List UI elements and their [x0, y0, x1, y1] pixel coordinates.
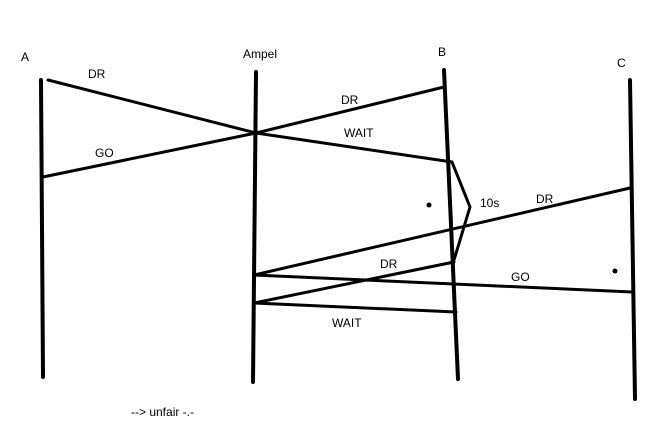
label-a-to-ampel-dr: DR	[88, 67, 106, 81]
timer-label: 10s	[480, 196, 499, 210]
dot-near-b	[426, 202, 432, 208]
lifeline-ampel	[251, 70, 258, 384]
label-c-to-ampel-dr: DR	[536, 192, 554, 206]
message-c-to-ampel-dr	[252, 186, 632, 277]
message-ampel-to-c-go	[252, 273, 634, 294]
lifeline-b	[442, 68, 460, 381]
message-ampel-to-b-wait	[254, 131, 454, 164]
label-b-to-ampel-dr: DR	[341, 93, 359, 107]
participant-label-b: B	[438, 45, 446, 59]
lifeline-c	[628, 78, 637, 401]
label-ampel-to-c-go: GO	[511, 270, 530, 284]
label-ampel-to-b-wait: WAIT	[344, 126, 374, 140]
footer-note: --> unfair -.-	[131, 405, 194, 419]
message-ampel-to-a-go	[41, 131, 258, 179]
dot-near-c	[612, 268, 618, 274]
message-b-to-ampel-dr-2	[252, 260, 456, 305]
timer-bracket	[450, 160, 472, 262]
label-b-to-ampel-dr-2: DR	[380, 257, 398, 271]
message-a-to-ampel-dr	[46, 78, 258, 135]
participant-label-a: A	[21, 50, 29, 64]
participant-label-ampel: Ampel	[243, 47, 277, 61]
label-ampel-to-a-go: GO	[95, 146, 114, 160]
lifeline-a	[39, 78, 45, 379]
message-ampel-to-b-wait-2	[252, 301, 458, 314]
label-ampel-to-b-wait-2: WAIT	[332, 316, 362, 330]
participant-label-c: C	[617, 56, 626, 70]
message-b-to-ampel-dr	[254, 85, 446, 135]
